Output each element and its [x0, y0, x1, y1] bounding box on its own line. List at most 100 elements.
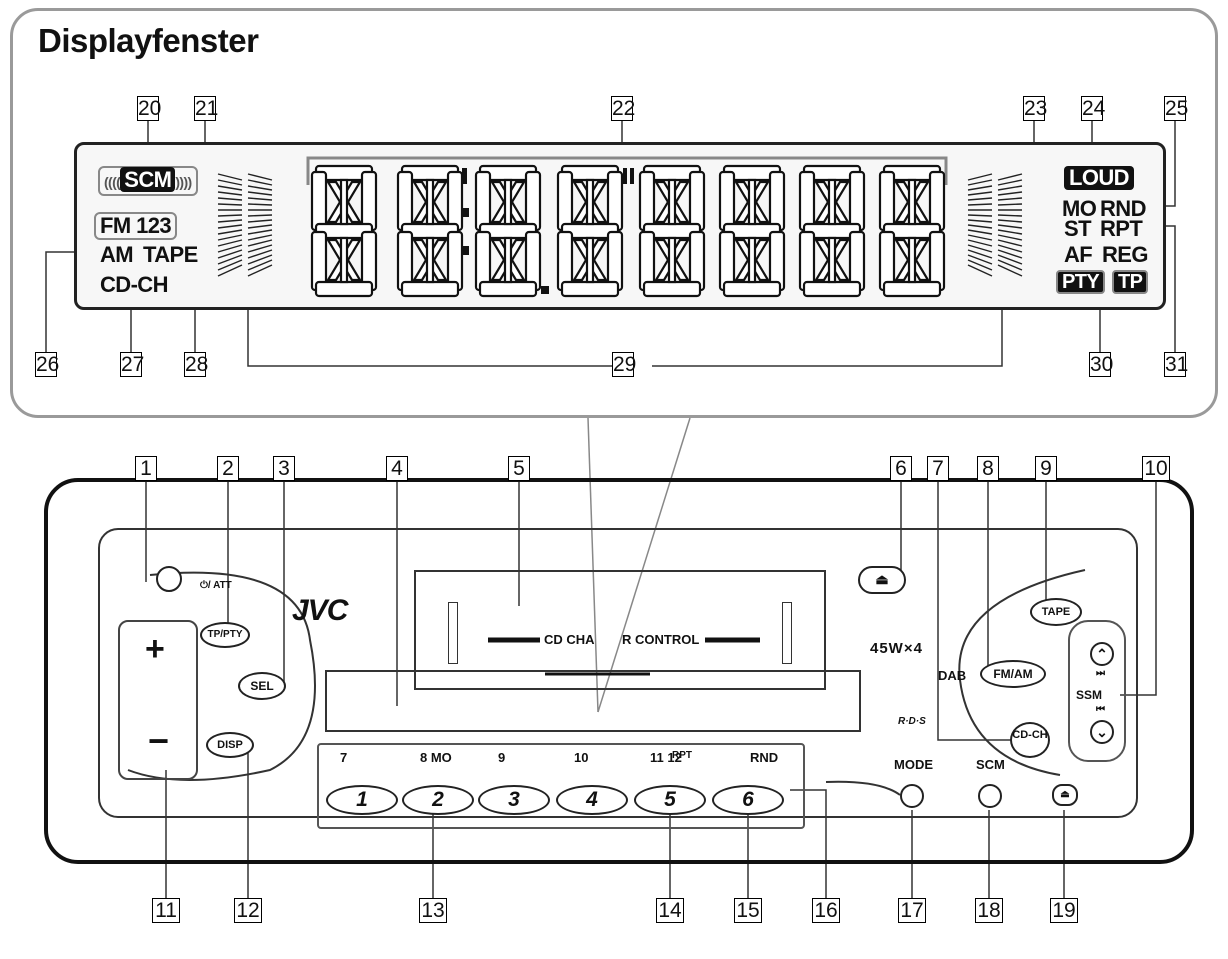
- brand-logo: JVC: [292, 594, 348, 627]
- callout-3: 3: [273, 456, 295, 481]
- car-radio-unit: [44, 478, 1194, 864]
- preset-area: [317, 743, 805, 829]
- stereo-indicator: ST: [1064, 216, 1092, 241]
- seek-up-button[interactable]: ⌃: [1090, 642, 1114, 666]
- volume-up-button[interactable]: +: [145, 630, 165, 668]
- callout-15: 15: [734, 898, 762, 923]
- callout-26: 26: [35, 352, 60, 377]
- callout-2: 2: [217, 456, 239, 481]
- preset-rpt-label: RPT: [672, 750, 692, 761]
- tape-indicator: TAPE: [143, 242, 198, 267]
- cd-changer-control-area: [414, 570, 826, 690]
- seek-down-button[interactable]: ⌄: [1090, 720, 1114, 744]
- cassette-slot[interactable]: [325, 670, 861, 732]
- preset-label-7: 7: [340, 750, 348, 765]
- previous-icon: ⏮: [1096, 704, 1105, 715]
- tp-pty-button[interactable]: TP/PTY: [200, 622, 250, 648]
- chevron-down-icon: ⌄: [1096, 724, 1108, 740]
- preset-button-2[interactable]: 2: [402, 785, 474, 815]
- callout-24: 24: [1081, 96, 1106, 121]
- ssm-label: SSM: [1076, 688, 1103, 702]
- callout-9: 9: [1035, 456, 1057, 481]
- repeat-indicator: RPT: [1100, 216, 1143, 241]
- callout-29: 29: [612, 352, 637, 377]
- display-window-callout: [10, 8, 1218, 418]
- loud-indicator: LOUD: [1064, 166, 1134, 190]
- mode-button[interactable]: [900, 784, 924, 808]
- callout-27: 27: [120, 352, 145, 377]
- mode-label: MODE: [894, 757, 933, 772]
- callout-30: 30: [1089, 352, 1114, 377]
- cd-changer-label: CD CHA: [544, 632, 595, 647]
- eject-button[interactable]: ⏏: [858, 566, 906, 594]
- am-indicator: AM: [100, 242, 134, 267]
- disp-button[interactable]: DISP: [206, 732, 254, 758]
- callout-22: 22: [611, 96, 636, 121]
- scm-indicator: ((((SCM)))): [98, 166, 198, 196]
- tape-button[interactable]: TAPE: [1030, 598, 1082, 626]
- right-guide: [782, 602, 792, 664]
- front-panel: [98, 528, 1138, 818]
- callout-8: 8: [977, 456, 999, 481]
- callout-13: 13: [419, 898, 447, 923]
- callout-19: 19: [1050, 898, 1078, 923]
- power-rating-label: 45W×4: [870, 640, 923, 657]
- callout-28: 28: [184, 352, 209, 377]
- seek-pad: [1068, 620, 1126, 762]
- preset-button-6[interactable]: 6: [712, 785, 784, 815]
- callout-7: 7: [927, 456, 949, 481]
- callout-17: 17: [898, 898, 926, 923]
- scm-label: SCM: [976, 757, 1005, 772]
- preset-label-10: 10: [574, 750, 589, 765]
- preset-button-4[interactable]: 4: [556, 785, 628, 815]
- callout-1: 1: [135, 456, 157, 481]
- callout-23: 23: [1023, 96, 1048, 121]
- preset-label-11-12: 11 12: [650, 750, 682, 765]
- release-icon: ⏏: [1060, 789, 1070, 800]
- volume-down-button[interactable]: −: [148, 720, 170, 761]
- rds-logo: R·D·S: [898, 716, 926, 727]
- regional-indicator: REG: [1102, 242, 1148, 267]
- sel-button[interactable]: SEL: [238, 672, 286, 700]
- callout-6: 6: [890, 456, 912, 481]
- power-att-button[interactable]: [156, 566, 182, 592]
- dab-label: DAB: [938, 668, 967, 683]
- fm-band-indicator: FM 123: [94, 212, 177, 240]
- page-title: Displayfenster: [38, 22, 259, 59]
- callout-10: 10: [1142, 456, 1170, 481]
- chevron-up-icon: ⌃: [1096, 646, 1108, 662]
- fm-am-button[interactable]: FM/AM: [980, 660, 1046, 688]
- callout-20: 20: [137, 96, 162, 121]
- att-label: ⏻/ ATT: [200, 580, 232, 591]
- callout-12: 12: [234, 898, 262, 923]
- preset-label-9: 9: [498, 750, 506, 765]
- volume-pad[interactable]: [118, 620, 198, 780]
- preset-button-5[interactable]: 5: [634, 785, 706, 815]
- callout-18: 18: [975, 898, 1003, 923]
- preset-button-3[interactable]: 3: [478, 785, 550, 815]
- af-indicator: AF: [1064, 242, 1093, 267]
- eject-icon: ⏏: [875, 571, 889, 587]
- tp-indicator: TP: [1112, 270, 1149, 294]
- left-guide: [448, 602, 458, 664]
- callout-21: 21: [194, 96, 219, 121]
- scm-button[interactable]: [978, 784, 1002, 808]
- next-icon: ⏭: [1096, 668, 1105, 679]
- r-control-label: R CONTROL: [622, 632, 700, 647]
- cd-changer-indicator: CD-CH: [100, 272, 168, 297]
- preset-label-rnd: RND: [750, 750, 779, 765]
- cd-ch-button[interactable]: CD-CH: [1010, 722, 1050, 758]
- mono-indicator: MO: [1062, 196, 1097, 221]
- callout-11: 11: [152, 898, 180, 923]
- preset-label-8: 8 MO: [420, 750, 452, 765]
- preset-button-1[interactable]: 1: [326, 785, 398, 815]
- callout-25: 25: [1164, 96, 1189, 121]
- callout-16: 16: [812, 898, 840, 923]
- callout-31: 31: [1164, 352, 1189, 377]
- callout-14: 14: [656, 898, 684, 923]
- pty-indicator: PTY: [1056, 270, 1106, 294]
- random-indicator: RND: [1100, 196, 1146, 221]
- panel-release-button[interactable]: ⏏: [1052, 784, 1078, 806]
- callout-5: 5: [508, 456, 530, 481]
